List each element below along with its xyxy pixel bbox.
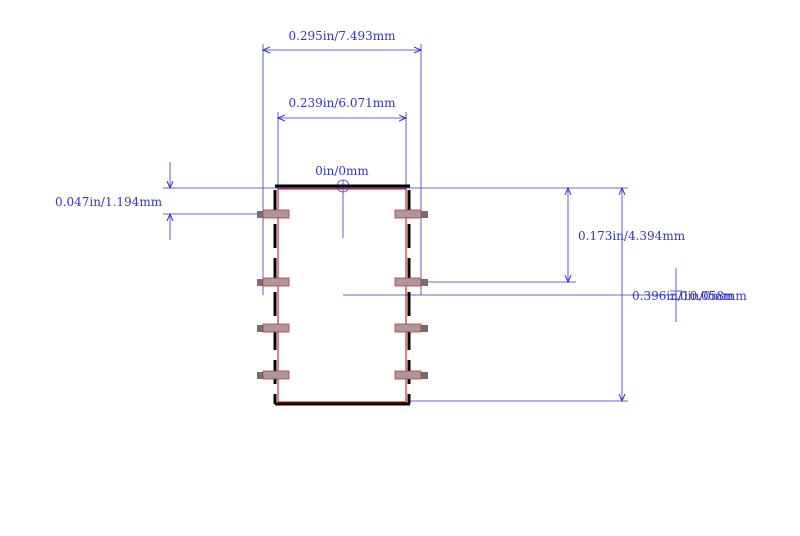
row-span-label: 0.173in/4.394mm (578, 229, 686, 243)
pin-lead (421, 211, 428, 218)
pads (257, 209, 428, 380)
pad-left-3 (262, 323, 290, 333)
pin-lead (257, 279, 264, 286)
pad-right-6 (394, 277, 422, 287)
extension-lines (163, 44, 676, 402)
pin-lead (257, 372, 264, 379)
body-width-label: 0.239in/6.071mm (288, 96, 396, 110)
package-body (277, 188, 407, 403)
pad-left-1 (262, 209, 290, 219)
pad-right-5 (394, 209, 422, 219)
origin-label: 0in/0mm (315, 164, 369, 178)
pad-right-7 (394, 323, 422, 333)
offset-label: 0in/0mm (680, 289, 734, 303)
overall-width-label: 0.295in/7.493mm (288, 29, 396, 43)
pad-left-4 (262, 370, 290, 380)
pin-lead (421, 279, 428, 286)
pad-right-8 (394, 370, 422, 380)
pin-lead (257, 325, 264, 332)
pin-lead (257, 211, 264, 218)
pin-pitch-label: 0.047in/1.194mm (55, 195, 163, 209)
pad-left-2 (262, 277, 290, 287)
pin-lead (421, 325, 428, 332)
dimension-lines (170, 50, 682, 401)
overall-height-label: 0.396in/10.058mm (632, 289, 747, 303)
package-outline (273, 184, 411, 406)
pin-lead (421, 372, 428, 379)
